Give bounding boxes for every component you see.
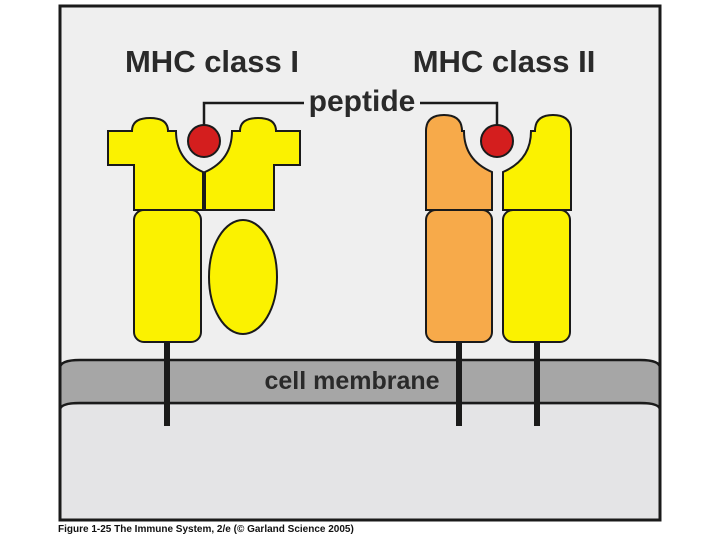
peptide-leader-right bbox=[420, 101, 499, 125]
mhc-class-2-molecule bbox=[425, 113, 572, 343]
mhc2-beta1-domain bbox=[502, 113, 572, 211]
figure-caption: Figure 1-25 The Immune System, 2/e (© Ga… bbox=[58, 524, 354, 535]
mhc1-alpha2-domain bbox=[204, 116, 301, 211]
mhc2-beta2-domain bbox=[502, 209, 571, 343]
mhc2-alpha1-domain bbox=[425, 113, 493, 211]
diagram-frame bbox=[58, 4, 662, 522]
mhc1-alpha1-domain bbox=[107, 116, 204, 211]
mhc2-peptide bbox=[480, 124, 514, 158]
mhc1-peptide bbox=[187, 124, 221, 158]
mhc-class-1-label: MHC class I bbox=[125, 44, 299, 79]
mhc1-alpha3-domain bbox=[133, 209, 202, 343]
peptide-leader-left bbox=[202, 101, 304, 125]
mhc2-alpha2-domain bbox=[425, 209, 493, 343]
mhc1-beta2-microglobulin bbox=[208, 219, 278, 335]
mhc-class-2-label: MHC class II bbox=[413, 44, 596, 79]
mhc-class-1-molecule bbox=[107, 116, 301, 343]
cell-interior bbox=[58, 401, 662, 522]
cell-membrane-label: cell membrane bbox=[264, 367, 439, 395]
peptide-label: peptide bbox=[309, 85, 416, 118]
